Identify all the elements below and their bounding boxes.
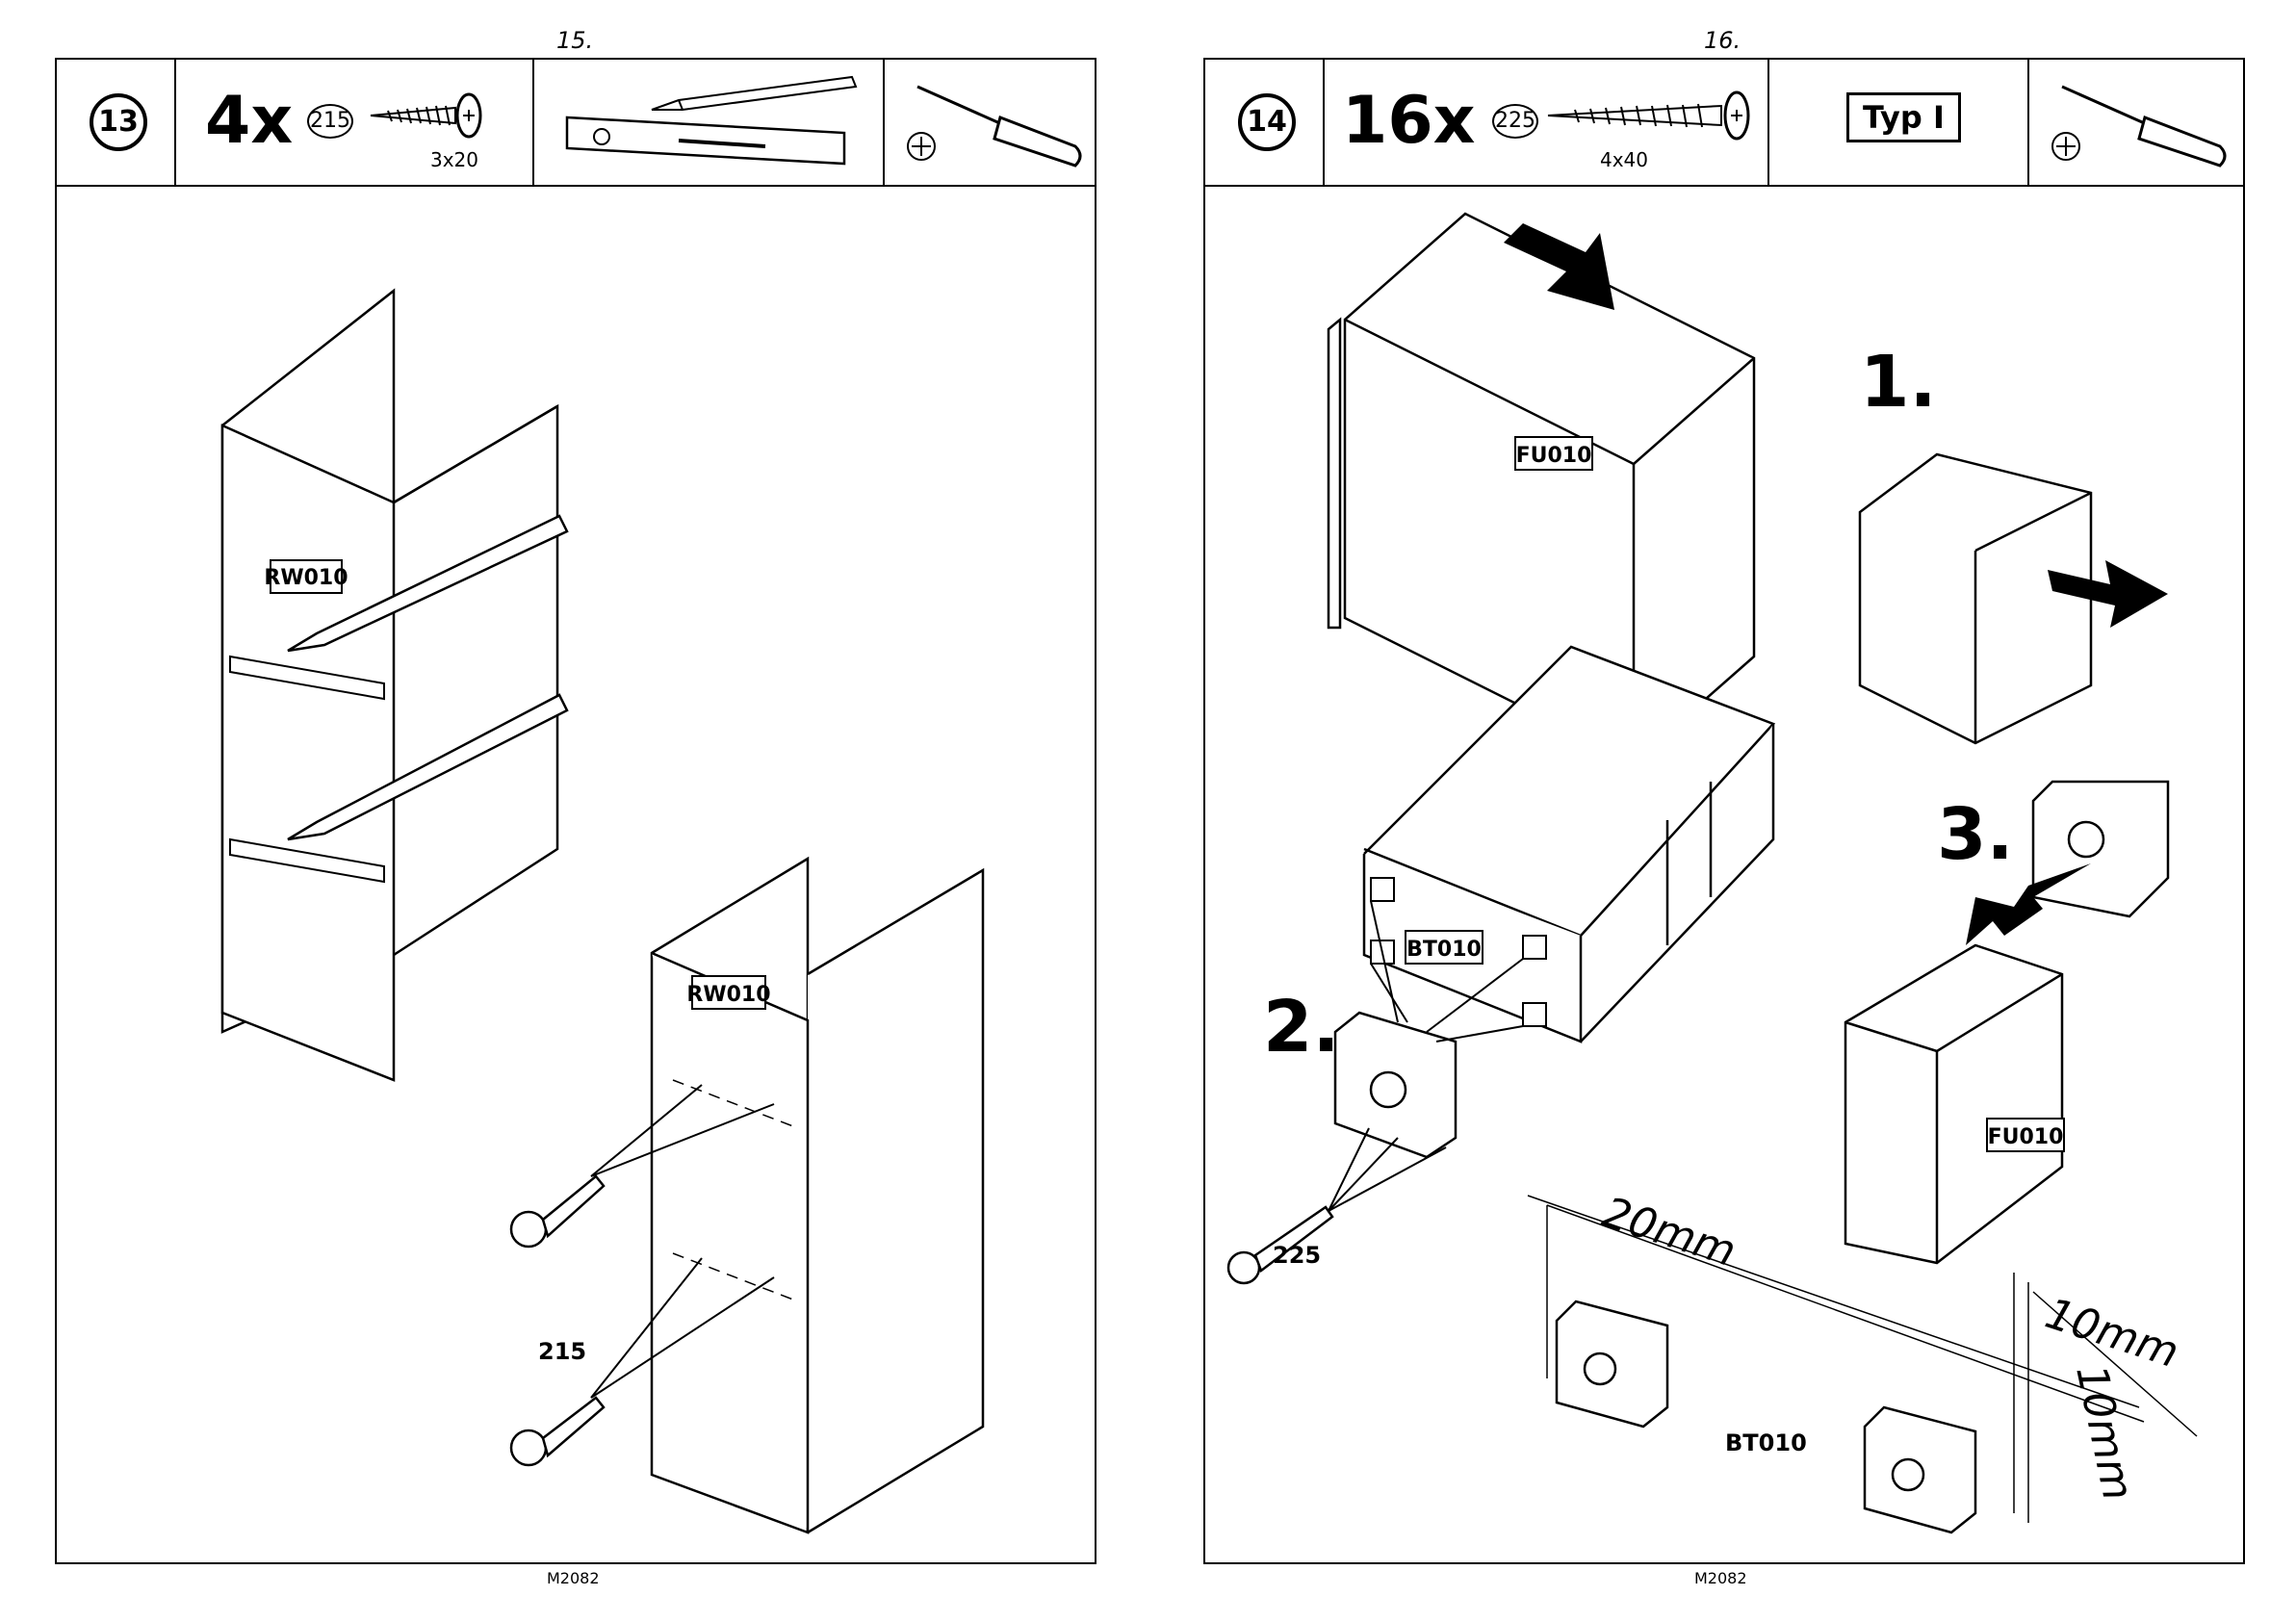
hardware-cell: 4x 215 3x20: [176, 60, 534, 185]
screwdriver-icon: [898, 79, 1087, 175]
screw-label: 225: [1273, 1242, 1321, 1269]
type-cell: Typ I: [1769, 60, 2029, 185]
part-number: 225: [1492, 104, 1538, 139]
right-instruction-panel: 14 16x 225 4x40 Typ I: [1203, 58, 2245, 1564]
screw-icon: [511, 1176, 604, 1465]
footer-code-left: M2082: [547, 1569, 600, 1587]
page-number-right: 16.: [1704, 27, 1741, 54]
type-label: Typ I: [1846, 92, 1961, 142]
page-number-left: 15.: [556, 27, 593, 54]
screwdriver-cell: [2029, 60, 2243, 185]
drawer-label-top: FU010: [1516, 444, 1592, 468]
left-assembly-drawing: RW010 RW010: [57, 185, 1095, 1562]
screw-label: 215: [538, 1338, 586, 1365]
step-1-label: 1.: [1860, 341, 1937, 424]
left-header-row: 13 4x 215 3x20: [57, 60, 1095, 187]
spirit-level-icon: [563, 104, 852, 171]
tools-cell: [534, 60, 885, 185]
step-number: 14: [1238, 93, 1296, 151]
left-instruction-panel: 13 4x 215 3x20: [55, 58, 1096, 1564]
dim-20mm: 20mm: [1597, 1188, 1742, 1276]
hardware-cell: 16x 225 4x40: [1325, 60, 1769, 185]
screwdriver-cell: [885, 60, 1095, 185]
step-number: 13: [90, 93, 147, 151]
dim-10mm-b: 10mm: [2066, 1361, 2142, 1505]
screwdriver-icon: [2043, 79, 2232, 175]
panel-label-a: RW010: [264, 566, 348, 590]
part-number: 215: [307, 104, 353, 139]
step-cell: 13: [57, 60, 176, 185]
screw-icon: [369, 87, 494, 144]
right-header-row: 14 16x 225 4x40 Typ I: [1205, 60, 2243, 187]
step-cell: 14: [1205, 60, 1325, 185]
quantity: 16x: [1342, 89, 1476, 154]
panel-label-b: RW010: [686, 983, 770, 1007]
cabinet-assembly-svg: RW010 RW010: [57, 185, 1095, 1562]
drawer-slide-icon: [1860, 454, 2091, 743]
screw-size: 4x40: [1600, 148, 1648, 171]
step-2-label: 2.: [1263, 986, 1340, 1068]
right-assembly-drawing: FU010 1. BT010: [1205, 185, 2243, 1562]
step-3-label: 3.: [1937, 793, 2014, 876]
quantity: 4x: [205, 89, 293, 154]
drawer-label-bottom: FU010: [1988, 1125, 2064, 1149]
footer-code-right: M2082: [1694, 1569, 1747, 1587]
body-label: BT010: [1406, 938, 1482, 962]
screw-size: 3x20: [430, 148, 478, 171]
screw-icon: [1546, 87, 1758, 144]
body-label-bottom: BT010: [1725, 1429, 1807, 1456]
drawer-assembly-svg: FU010 1. BT010: [1205, 185, 2243, 1562]
